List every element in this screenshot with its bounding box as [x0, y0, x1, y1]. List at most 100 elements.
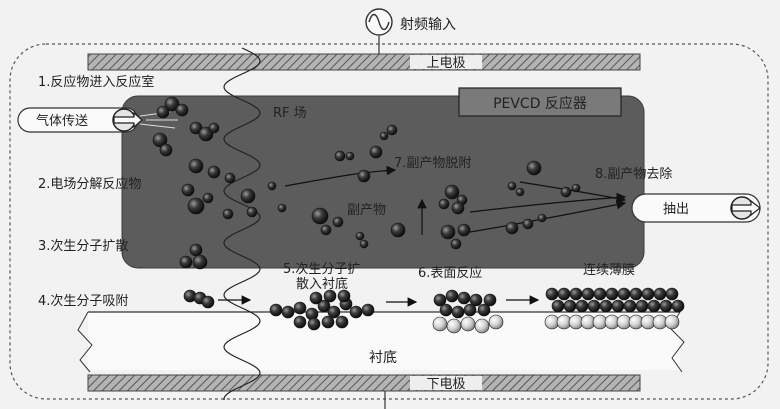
gas-particle — [164, 96, 180, 112]
reacting-particle — [469, 293, 483, 307]
reacting-particle — [483, 293, 497, 307]
reacting-particle — [451, 305, 465, 319]
gas-particle — [277, 203, 287, 213]
gas-particle — [246, 206, 258, 218]
gas-particle — [440, 224, 456, 240]
film-particle-top — [593, 287, 607, 301]
reacting-particle — [463, 303, 477, 317]
gas-particle — [450, 238, 462, 250]
step-4-label: 4.次生分子吸附 — [38, 293, 128, 309]
gas-particle — [320, 224, 332, 236]
film-particle-top — [653, 287, 667, 301]
top-electrode-label: 上电极 — [426, 56, 465, 71]
flow-arrow-removal-3 — [469, 199, 627, 233]
adsorbed-particle — [293, 315, 307, 329]
film-particle-mid — [623, 299, 637, 313]
step-6-label: 6.表面反应 — [418, 265, 482, 281]
gas-particle — [187, 197, 205, 215]
bottom-electrode-label-bg — [410, 376, 482, 390]
rf-source-icon — [365, 8, 393, 36]
film-label: 连续薄膜 — [583, 262, 635, 278]
film-particle-top — [617, 287, 631, 301]
reacting-particle — [477, 303, 491, 317]
gas-particle — [181, 183, 195, 197]
reacting-particle — [433, 293, 447, 307]
gas-particle — [359, 239, 369, 249]
film-particle-mid — [647, 299, 661, 313]
substrate-break-left — [77, 311, 93, 373]
gas-particle — [240, 188, 256, 204]
top-electrode — [87, 53, 641, 71]
rf-input-label: 射频输入 — [400, 17, 456, 33]
byproduct-label: 副产物 — [347, 203, 386, 218]
rf-field-label: RF 场 — [273, 106, 307, 121]
step-8-label: 8.副产物去除 — [595, 167, 672, 182]
adsorbed-particle — [309, 291, 323, 305]
gas-particle — [201, 295, 215, 309]
gas-particle — [355, 231, 365, 241]
gas-particle — [159, 143, 173, 157]
gas-particle — [386, 124, 398, 136]
flow-arrow-removal-1 — [469, 192, 627, 213]
process-boundary — [9, 43, 769, 400]
gas-particle — [208, 122, 220, 134]
film-particle-mid — [575, 299, 589, 313]
gas-inlet: 气体传送 — [17, 107, 143, 133]
gas-particle — [444, 184, 460, 200]
adsorbed-particle — [327, 305, 341, 319]
reacting-particle — [457, 291, 471, 305]
film-particle-top — [557, 287, 571, 301]
gas-particle — [189, 243, 203, 257]
adsorbed-particle — [317, 299, 331, 313]
film-particle-mid — [587, 299, 601, 313]
film-particle-top — [569, 287, 583, 301]
bottom-electrode — [87, 374, 641, 392]
film-particle-top — [581, 287, 595, 301]
reactor-title-box — [458, 87, 622, 117]
film-particle-top — [545, 287, 559, 301]
film-particle-mid — [671, 299, 685, 313]
gas-particle — [188, 158, 204, 174]
gas-particle — [192, 254, 208, 270]
step-5-label-line2: 散入衬底 — [296, 276, 348, 292]
substrate-atom — [446, 318, 462, 334]
reacting-particle — [445, 289, 459, 303]
adsorbed-particle — [307, 317, 321, 331]
exhaust-outlet: 抽出 — [631, 193, 761, 223]
gas-particle — [357, 169, 371, 183]
gas-particle — [207, 165, 221, 179]
gas-particle — [369, 145, 383, 159]
gas-particle — [222, 208, 234, 220]
step-3-label: 3.次生分子扩散 — [38, 238, 128, 254]
substrate-label: 衬底 — [369, 350, 397, 366]
gas-particle — [152, 132, 168, 148]
gas-particle — [179, 255, 193, 269]
gas-particle — [345, 151, 355, 161]
flow-arrow-removal-2 — [519, 181, 627, 204]
gas-particle — [175, 103, 189, 117]
film-particle-top — [665, 287, 679, 301]
adsorbed-particle — [269, 303, 283, 317]
adsorbed-particle — [335, 315, 349, 329]
gas-particle — [560, 186, 572, 198]
adsorbed-particle — [323, 289, 337, 303]
gas-particle — [522, 218, 534, 230]
adsorbed-particle — [321, 315, 335, 329]
gas-particle — [267, 181, 277, 191]
gas-particle — [451, 201, 465, 215]
gas-particle — [334, 150, 346, 162]
substrate-atom — [474, 318, 490, 334]
film-particle-mid — [551, 299, 565, 313]
gas-particle — [526, 160, 542, 176]
gas-particle — [515, 187, 525, 197]
flow-arrow-dissociation — [284, 165, 397, 187]
rf-field-wave — [223, 47, 261, 400]
gas-particle — [457, 223, 471, 237]
step-1-label: 1.反应物进入反应室 — [38, 74, 154, 90]
exhaust-arrow-icon — [730, 196, 761, 220]
bottom-electrode-label: 下电极 — [426, 377, 465, 392]
film-particle-top — [605, 287, 619, 301]
step-5-label-line1: 5.次生分子扩 — [283, 261, 360, 277]
